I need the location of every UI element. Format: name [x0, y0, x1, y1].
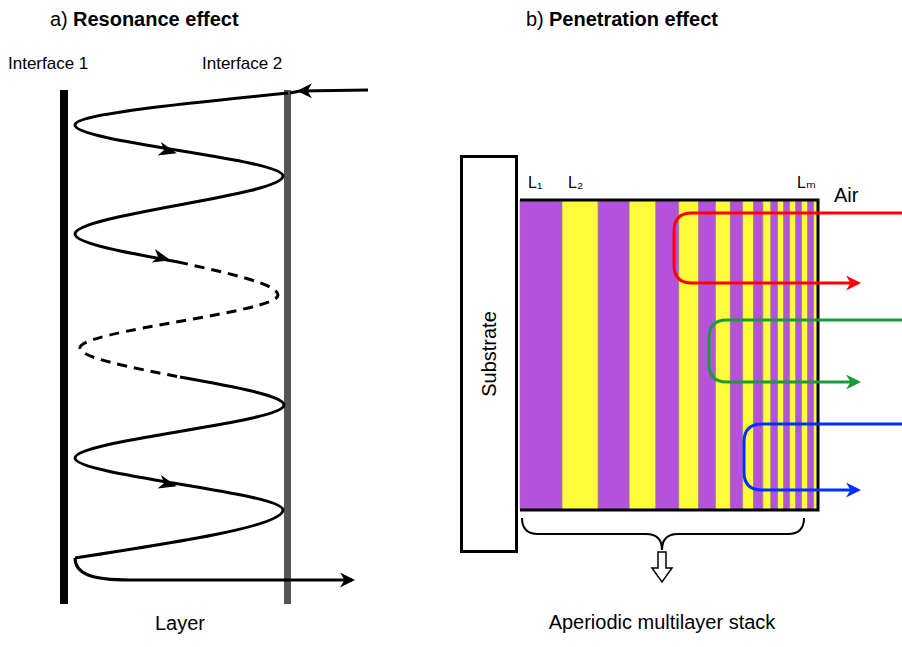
brace [522, 518, 804, 550]
stack-label: Aperiodic multilayer stack [549, 611, 776, 634]
medium-label: Air [834, 184, 858, 207]
layer-strip [790, 200, 796, 510]
panel-letter: a) [50, 8, 68, 31]
direction-arrow [158, 475, 179, 493]
hollow-arrow [652, 552, 672, 582]
wave-segment [75, 93, 288, 262]
layer-strip [699, 200, 716, 510]
wave-segment [75, 377, 284, 558]
layer-index: L₁ [528, 174, 542, 192]
layer-strip [679, 200, 699, 510]
layer-index: Lₘ [797, 174, 816, 192]
layer-strip [763, 200, 771, 510]
layer-strip [778, 200, 784, 510]
layer-strip [562, 200, 598, 510]
panel-title: Penetration effect [549, 8, 718, 31]
wave-segment [80, 262, 278, 377]
layer-label: Layer [155, 612, 205, 635]
stack-outline [520, 200, 818, 510]
multilayer-stack [520, 200, 818, 510]
layer-strip [598, 200, 629, 510]
layer-strip [754, 200, 763, 510]
interface-bar [284, 90, 291, 604]
layer-strip [716, 200, 731, 510]
layer-strip [796, 200, 802, 510]
interface-bar [60, 90, 68, 604]
wave [75, 93, 288, 558]
box-label: Substrate [478, 311, 501, 397]
incident-ray [300, 90, 368, 91]
layer-strip [771, 200, 778, 510]
layer-strip [784, 200, 790, 510]
incident-ray [290, 91, 300, 93]
light-path [744, 424, 902, 490]
layer-strip [730, 200, 743, 510]
layer-strip [802, 200, 808, 510]
light-path [674, 213, 902, 283]
layer-strip [520, 200, 562, 510]
light-path [709, 320, 902, 382]
substrate-box: Substrate [460, 155, 518, 553]
layer-strip [808, 200, 814, 510]
interface-label: Interface 1 [8, 54, 88, 74]
layer-strip [629, 200, 656, 510]
panel-letter: b) [526, 8, 544, 31]
exit-ray [75, 558, 352, 580]
direction-arrow [158, 142, 179, 160]
panel-title: Resonance effect [73, 8, 239, 31]
direction-arrow [152, 249, 173, 267]
layer-index: L₂ [568, 174, 583, 192]
interface-label: Interface 2 [202, 54, 282, 74]
